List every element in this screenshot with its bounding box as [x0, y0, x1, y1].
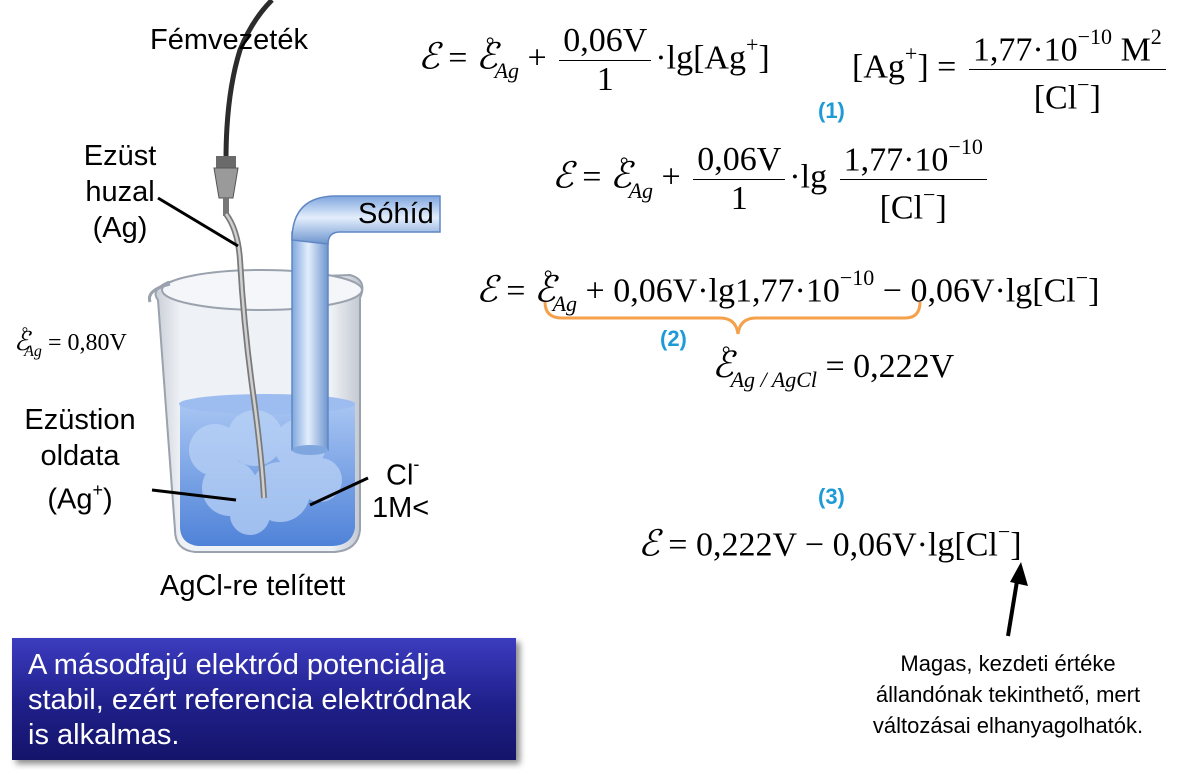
- standard-potential-value: = 0,80V: [47, 330, 127, 356]
- silver-wire-label: Ezüst huzal (Ag): [68, 138, 172, 246]
- arrow-icon: [1006, 562, 1028, 637]
- silver-wire-label-line: (Ag): [92, 212, 148, 244]
- degree-symbol: °: [21, 325, 29, 342]
- silver-wire-label-line: huzal: [85, 176, 155, 208]
- standard-potential-label: ℰ°Ag = 0,80V: [14, 322, 127, 366]
- concentration-label: 1M<: [372, 492, 430, 524]
- saturated-label: AgCl-re telített: [160, 570, 346, 602]
- solution-label: Ezüstion oldata (Ag+): [10, 402, 150, 518]
- silver-wire-label-line: Ezüst: [83, 140, 157, 172]
- remark-text: Magas, kezdeti értéke állandónak tekinth…: [828, 648, 1186, 741]
- step-label: (2): [660, 326, 687, 351]
- step-label: (1): [818, 98, 845, 123]
- solution-label-line: Ezüstion: [24, 404, 136, 436]
- potential-symbol: ℰ: [14, 327, 30, 357]
- metal-wire: [213, 0, 274, 216]
- equation-expanded: ℰ = ℰ°Ag + 0,06V·lg1,77·10−10 − 0,06V·lg…: [476, 265, 1100, 317]
- step-label: (3): [818, 484, 845, 509]
- grouping-brace: [543, 301, 922, 335]
- salt-bridge-label: Sóhíd: [358, 198, 434, 230]
- silver-wire: [223, 212, 267, 499]
- equation-solubility: [Ag+] = 1,77·10−10 M2[Cl−]: [852, 22, 1170, 118]
- solution-ion-label: (Ag+): [47, 480, 113, 516]
- salt-bridge: [291, 195, 441, 455]
- note-text: A másodfajú elektród potenciálja stabil,…: [28, 649, 472, 751]
- wire-label: Fémvezeték: [150, 24, 308, 56]
- pointer-lines: [151, 196, 369, 507]
- remark-line: állandónak tekinthető, mert: [875, 682, 1141, 707]
- solution-label-line: oldata: [40, 440, 120, 472]
- remark-line: változásai elhanyagolhatók.: [872, 713, 1144, 738]
- chloride-label: Cl-: [386, 454, 420, 492]
- remark-line: Magas, kezdeti értéke: [900, 651, 1116, 676]
- ag-subscript: Ag: [24, 343, 42, 360]
- equation-reference-potential: ℰ°Ag / AgCl = 0,222V: [712, 341, 955, 392]
- equation-final: ℰ = 0,222V − 0,06V·lg[Cl−]: [638, 519, 1022, 565]
- note-box: A másodfajú elektród potenciálja stabil,…: [12, 638, 516, 760]
